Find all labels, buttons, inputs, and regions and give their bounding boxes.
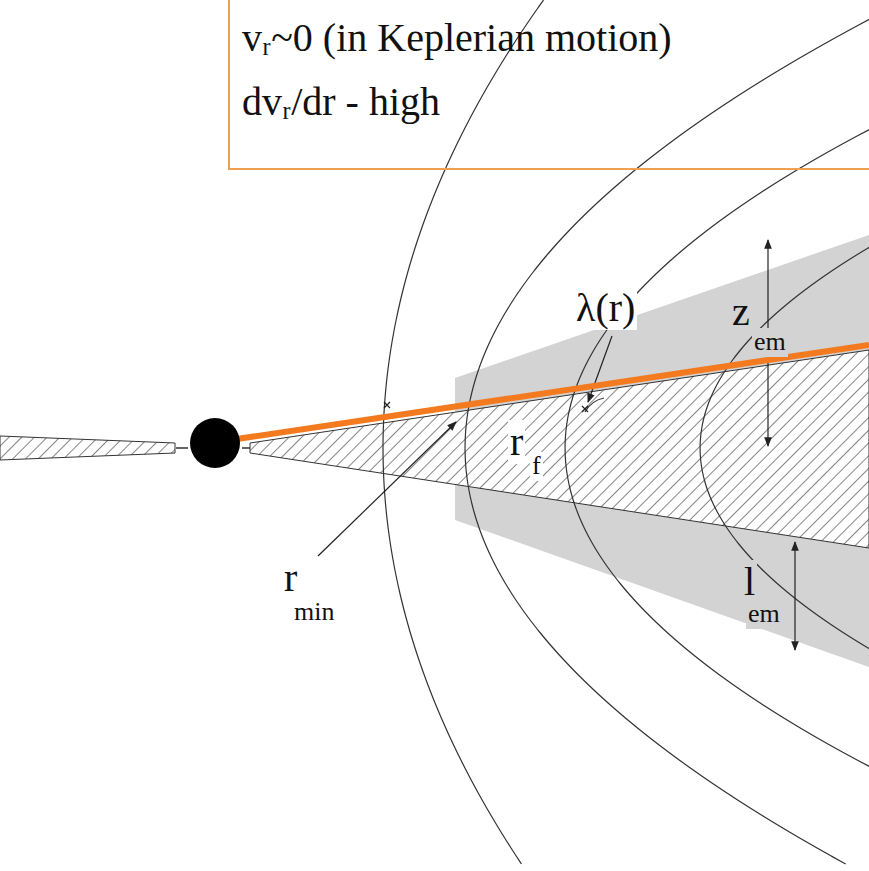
angle-label: λ(r) — [574, 286, 637, 330]
subscript: em — [752, 328, 788, 357]
radius-symbol: r — [508, 420, 525, 464]
subscript: min — [292, 598, 336, 627]
inner-disk — [0, 436, 175, 460]
subscript: em — [746, 600, 782, 629]
angle-arc — [585, 398, 604, 412]
subscript: f — [530, 452, 543, 481]
field-line — [465, 0, 869, 864]
lambda-leader — [588, 336, 612, 402]
field-lines — [383, 0, 869, 864]
height-symbol: z — [730, 290, 752, 334]
orange-line — [230, 345, 869, 440]
field-line — [700, 0, 869, 864]
length-symbol: l — [742, 560, 757, 604]
accretion-disk — [250, 350, 869, 548]
black-hole — [190, 418, 240, 468]
radius-symbol: r — [282, 556, 299, 600]
rmin-leader — [318, 422, 456, 556]
field-line — [383, 0, 544, 864]
note-box: vᵣ~0 (in Keplerian motion) dvᵣ/dr - high — [228, 0, 869, 170]
field-line — [565, 0, 869, 864]
lem-arrow — [794, 542, 795, 650]
note-text: dvᵣ/dr - high — [242, 78, 866, 126]
note-text: vᵣ~0 (in Keplerian motion) — [242, 14, 866, 62]
